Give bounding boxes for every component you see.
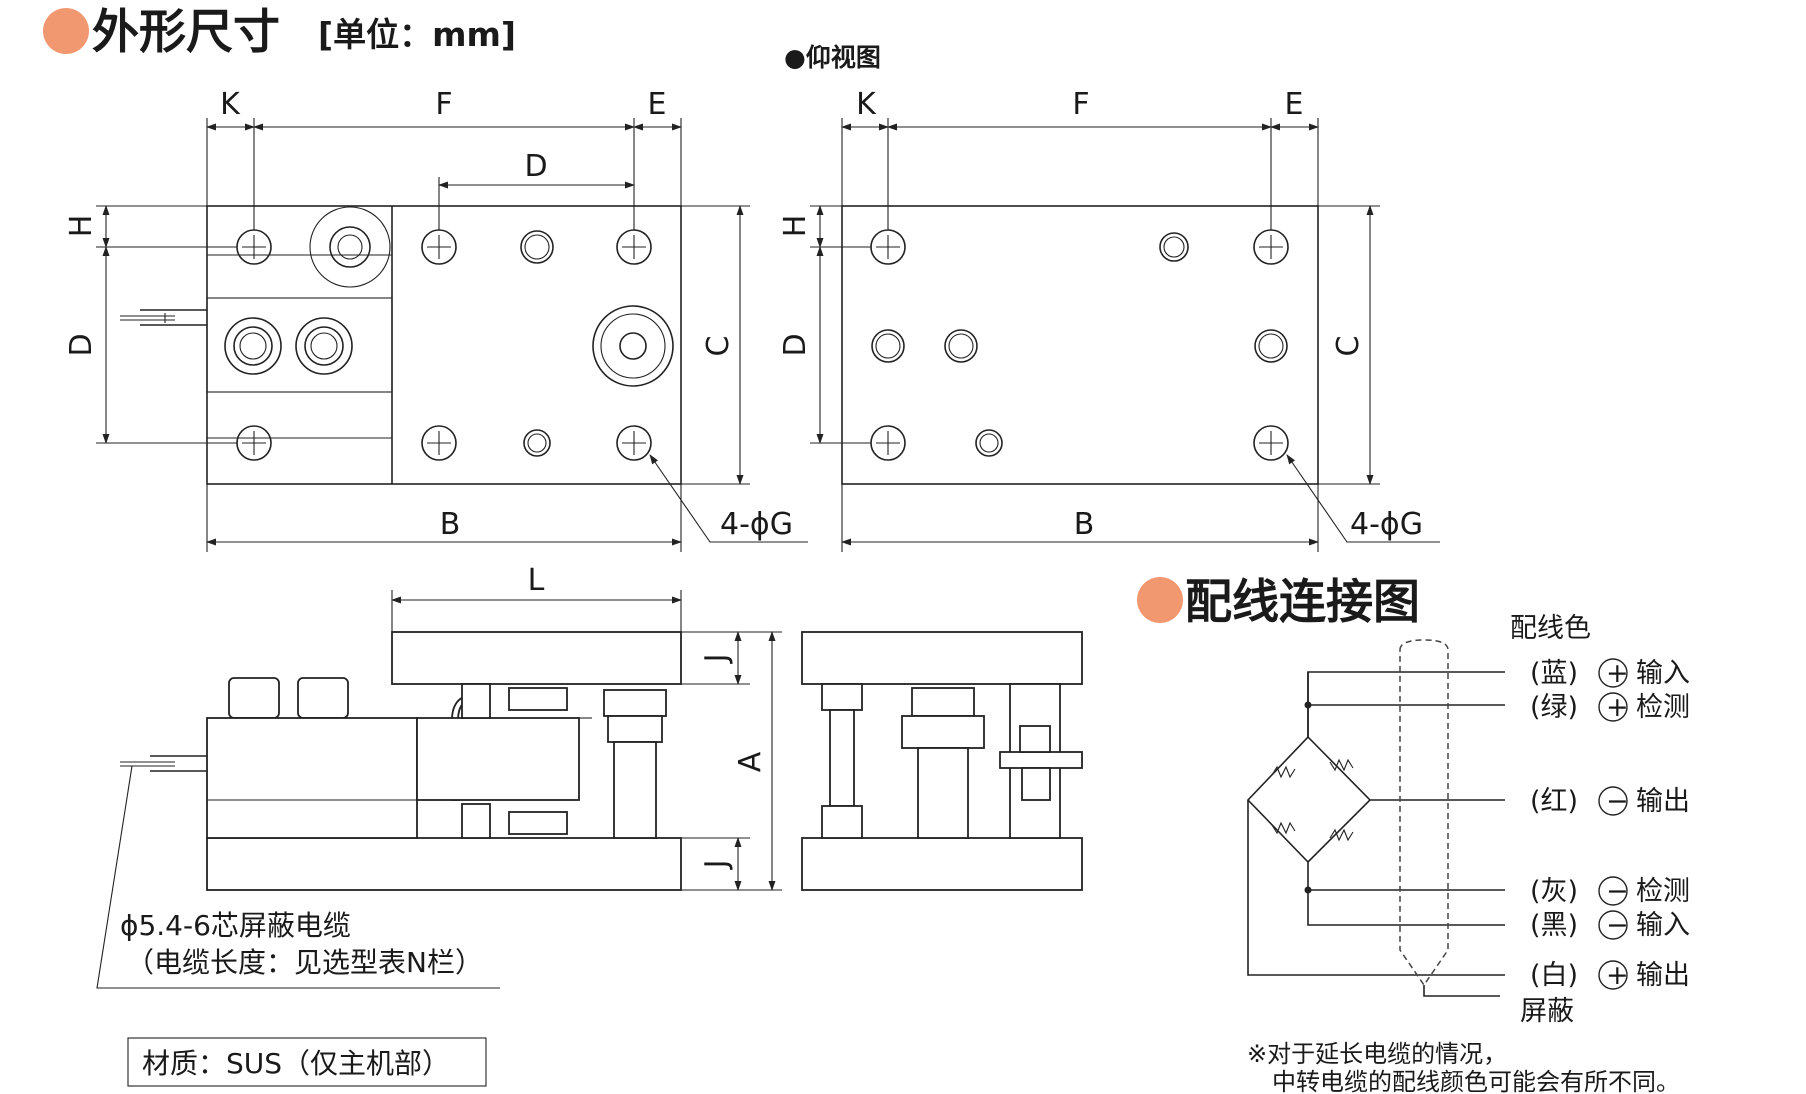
dim-E-bottom: E [1285,87,1304,122]
wire-color-green: (绿) [1530,692,1578,723]
resistor-icon [1329,758,1354,772]
wire-sign-blue: + [1606,658,1629,689]
wire-sign-green: + [1606,692,1629,723]
material-label: 材质：SUS（仅主机部） [142,1047,450,1080]
wire-sign-black: − [1606,910,1629,941]
bottom-view-outline [841,205,1319,485]
resistor-icon [1329,828,1354,842]
mounting-hole-icon [236,229,652,461]
dim-A: A [733,751,768,772]
dim-C-bottom: C [1331,336,1366,357]
wire-sign-white: + [1606,960,1629,991]
bottom-view-label: ●仰视图 [784,43,881,72]
wiring-bullet-icon [1137,577,1183,623]
dim-D-left: D [64,333,99,356]
resistor-icon [1271,765,1296,779]
wire-label-gray: 检测 [1636,876,1690,907]
wiring-title: 配线连接图 [1185,575,1420,630]
footnote-line2: 中转电缆的配线颜色可能会有所不同。 [1272,1068,1680,1094]
dim-B-bottom: B [1074,507,1095,542]
dim-G: 4-ϕG [720,507,793,542]
dim-B: B [440,507,461,542]
wire-color-black: (黑) [1530,910,1578,941]
footnote-line1: ※对于延长电缆的情况， [1247,1040,1507,1068]
shield-label: 屏蔽 [1520,996,1574,1027]
wire-color-red: (红) [1530,786,1578,817]
dim-G-bottom: 4-ϕG [1350,507,1423,542]
wiring-color-label: 配线色 [1510,613,1591,644]
cable-note-line1: ϕ5.4-6芯屏蔽电缆 [120,909,351,942]
dim-K: K [220,87,241,122]
material-box [127,1037,487,1087]
cable-note-line2: （电缆长度：见选型表N栏） [126,946,483,979]
wire-color-blue: (蓝) [1530,658,1578,689]
wire-label-green: 检测 [1636,692,1690,723]
wire-sign-gray: − [1606,876,1629,907]
wiring-diagram: 配线连接图 配线色 (蓝) + 输入 (绿) + 检测 (红) − 输出 [1137,575,1690,1094]
dim-D-top: D [524,149,547,184]
wire-label-white: 输出 [1636,960,1690,991]
wire-color-white: (白) [1530,960,1578,991]
end-view [801,631,1083,891]
wire-color-gray: (灰) [1530,876,1578,907]
dim-F: F [435,87,452,122]
mounting-hole-icon [870,229,1289,461]
dim-H: H [64,215,99,238]
dim-L: L [528,563,545,598]
unit-label: [单位：mm] [318,15,516,54]
dim-E: E [648,87,667,122]
dim-F-bottom: F [1072,87,1089,122]
top-view-outline [206,205,682,485]
wire-label-red: 输出 [1636,786,1690,817]
top-view: K F E D H D C B 4-ϕG [64,87,808,552]
dim-J-bottom: J [699,860,734,871]
heading-bullet-icon [43,8,89,54]
sign-circle-icon [1598,658,1628,990]
dim-K-bottom: K [856,87,877,122]
dim-D-bottom: D [778,333,813,356]
wire-sign-red: − [1606,786,1629,817]
dimensions-heading: 外形尺寸 [单位：mm] [43,5,516,60]
dim-C: C [701,336,736,357]
dim-J-top: J [699,654,734,665]
dim-H-bottom: H [778,215,813,238]
wire-label-blue: 输入 [1636,658,1690,689]
wire-label-black: 输入 [1636,910,1690,941]
side-view: L J J A ϕ5.4-6芯屏蔽电缆 （电缆长度：见选型表N栏） 材质：SUS… [96,563,782,1087]
bottom-view: K F E H D C B 4-ϕG [778,87,1440,552]
cable-icon [120,309,207,326]
resistor-icon [1271,821,1296,835]
dimensions-title: 外形尺寸 [92,5,280,60]
